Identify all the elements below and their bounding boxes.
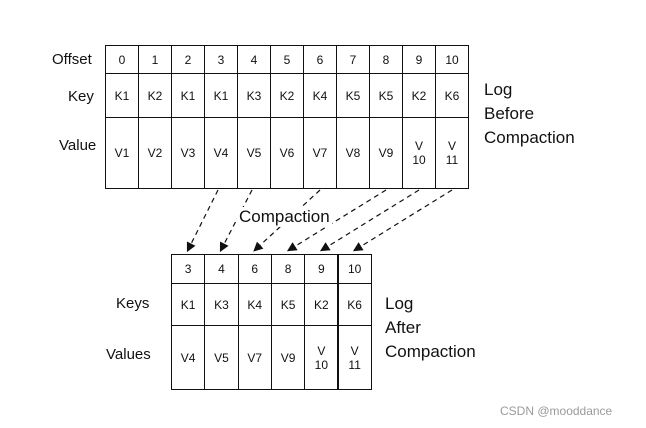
before-offset-cell: 7 (336, 45, 370, 74)
offset-row-label: Offset (52, 51, 92, 68)
before-value-text: V6 (279, 146, 295, 160)
before-value-cell: V3 (171, 117, 205, 189)
compaction-arrow (319, 189, 420, 252)
before-value-cell: V4 (204, 117, 238, 189)
compaction-arrow (253, 189, 321, 252)
before-key-cell: K2 (270, 73, 304, 118)
after-offset-cell: 9 (304, 254, 339, 284)
before-value-cell: V5 (237, 117, 271, 189)
watermark: CSDN @mooddance (500, 404, 613, 418)
before-value-cell: V8 (336, 117, 370, 189)
after-key-cell: K2 (304, 283, 339, 326)
after-value-text: V (350, 343, 359, 358)
after-value-text: V7 (247, 350, 263, 365)
values-row-label: Values (106, 346, 151, 363)
before-value-text: V (447, 139, 456, 153)
compaction-arrow (286, 189, 387, 252)
log-after-title-line: Compaction (385, 342, 476, 361)
before-value-text: V5 (246, 146, 262, 160)
after-offset-cell: 3 (171, 254, 206, 284)
log-before-title: Log Before Compaction (484, 78, 575, 150)
value-row-label: Value (59, 137, 97, 154)
log-after-title: Log After Compaction (385, 292, 476, 364)
before-value-text: V4 (213, 146, 229, 160)
before-key-cell: K5 (336, 73, 370, 118)
before-offset-cell: 3 (204, 45, 238, 74)
compaction-label: Compaction (237, 207, 332, 227)
before-value-text: 11 (445, 153, 459, 167)
after-offset-cell: 8 (270, 254, 306, 284)
after-offset-cell: 4 (204, 254, 239, 284)
before-offset-cell: 4 (237, 45, 271, 74)
log-after-title-line: Log (385, 294, 414, 313)
key-row-label: Key (68, 88, 94, 105)
after-value-text: 10 (314, 357, 329, 372)
after-value-text: V4 (180, 350, 196, 365)
after-key-cell: K4 (237, 283, 272, 326)
after-key-cell: K3 (204, 283, 239, 326)
after-value-cell: V7 (237, 325, 272, 390)
before-value-text: V9 (378, 146, 394, 160)
after-value-text: V (317, 343, 326, 358)
log-before-title-line: Before (484, 104, 535, 123)
after-value-cell: V5 (204, 325, 239, 390)
before-value-text: V3 (180, 146, 196, 160)
before-value-cell: V2 (138, 117, 172, 189)
log-before-title-line: Log (484, 80, 513, 99)
after-offset-cell: 6 (237, 254, 272, 284)
before-offset-cell: 2 (171, 45, 205, 74)
before-value-text: V2 (147, 146, 163, 160)
after-value-text: V5 (214, 350, 229, 365)
compaction-arrow (219, 189, 253, 253)
after-value-text: V9 (280, 350, 296, 365)
before-value-text: V7 (312, 146, 328, 160)
before-value-text: 10 (412, 153, 426, 167)
before-value-text: V8 (345, 146, 361, 160)
before-offset-cell: 10 (435, 45, 469, 74)
after-key-cell: K6 (337, 283, 372, 326)
before-value-cell: V1 (105, 117, 139, 189)
after-key-cell: K1 (171, 283, 206, 326)
before-key-cell: K3 (237, 73, 271, 118)
before-key-cell: K6 (435, 73, 469, 118)
keys-row-label: Keys (116, 295, 150, 312)
after-key-cell: K5 (270, 283, 306, 326)
compaction-arrow (186, 189, 219, 253)
before-value-cell: V6 (270, 117, 304, 189)
after-value-cell: V4 (171, 325, 206, 390)
log-after-title-line: After (385, 318, 421, 337)
compaction-arrow (352, 189, 453, 252)
after-value-text: 11 (348, 357, 361, 372)
after-offset-cell: 10 (337, 254, 372, 284)
log-before-title-line: Compaction (484, 128, 575, 147)
before-value-text: V1 (114, 146, 130, 160)
before-offset-cell: 1 (138, 45, 172, 74)
before-value-text: V (414, 139, 423, 153)
before-key-cell: K5 (369, 73, 403, 118)
after-value-cell: V9 (270, 325, 306, 390)
